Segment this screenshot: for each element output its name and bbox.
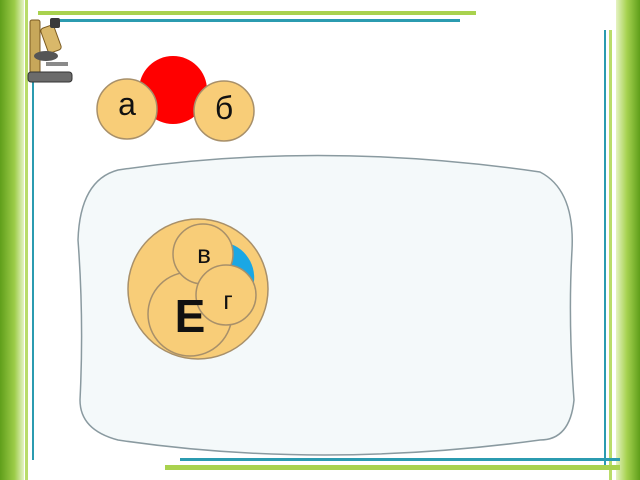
label-e: Е <box>162 290 218 342</box>
left-frame-line-teal <box>32 40 34 460</box>
top-stripe-green <box>38 11 476 15</box>
bottom-stripe-teal <box>180 458 620 461</box>
right-frame-line <box>609 30 612 480</box>
bottom-stripe-green <box>165 465 620 470</box>
right-frame-line-teal <box>604 30 606 470</box>
microscope-icon <box>28 18 72 82</box>
right-frame-band <box>616 0 640 480</box>
label-v: в <box>188 238 220 270</box>
left-frame-band <box>0 0 24 480</box>
label-b: б <box>204 88 244 128</box>
top-stripe-teal <box>60 19 460 22</box>
label-a: а <box>107 84 147 124</box>
left-frame-line <box>25 0 28 480</box>
